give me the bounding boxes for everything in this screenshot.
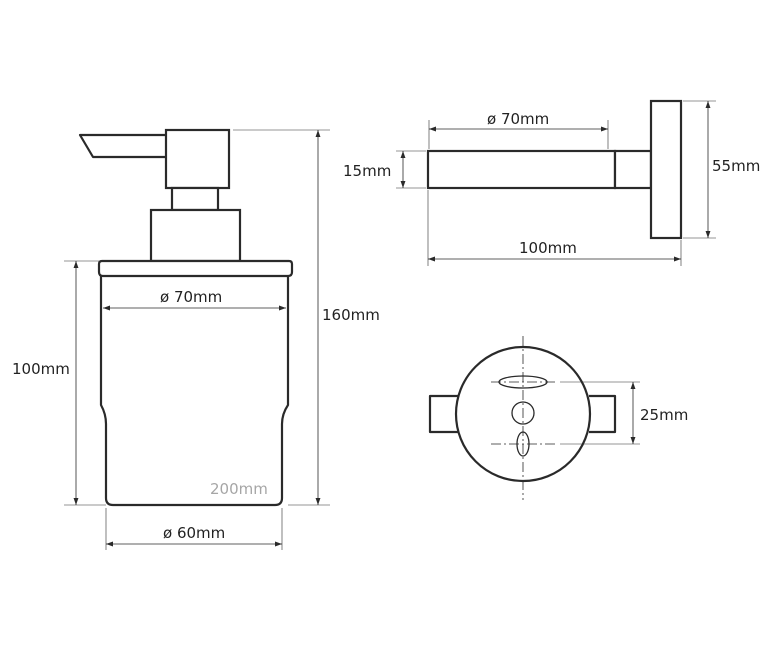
pump-head: [164, 128, 231, 190]
label-plate-height: 55mm: [712, 157, 760, 175]
label-arm-diameter: ø 70mm: [487, 110, 549, 128]
holder-arm: [426, 149, 617, 190]
label-capacity: 200mm: [210, 480, 268, 498]
pump-stem: [170, 186, 220, 212]
holder-front-view: 25mm: [428, 336, 688, 500]
label-glass-height: 100mm: [12, 360, 70, 378]
holder-wall-plate: [649, 99, 683, 240]
mounting-hole-middle-icon: [511, 401, 535, 425]
soap-dispenser: 160mm 100mm ø 70mm 200mm ø 60mm: [12, 128, 380, 550]
label-bottom-diameter: ø 60mm: [163, 524, 225, 542]
holder-neck: [613, 149, 653, 190]
glass-body: [99, 276, 290, 507]
label-total-height: 160mm: [322, 306, 380, 324]
label-arm-thickness: 15mm: [343, 162, 391, 180]
label-hole-spacing: 25mm: [640, 406, 688, 424]
pump-nozzle: [78, 133, 170, 159]
label-depth: 100mm: [519, 239, 577, 257]
arm-stub-left: [428, 394, 458, 434]
glass-cap: [97, 259, 294, 278]
pump-collar: [149, 208, 242, 263]
label-top-diameter: ø 70mm: [160, 288, 222, 306]
holder-side-view: ø 70mm 15mm 100mm 55mm: [343, 99, 760, 266]
arm-stub-right: [589, 394, 617, 434]
